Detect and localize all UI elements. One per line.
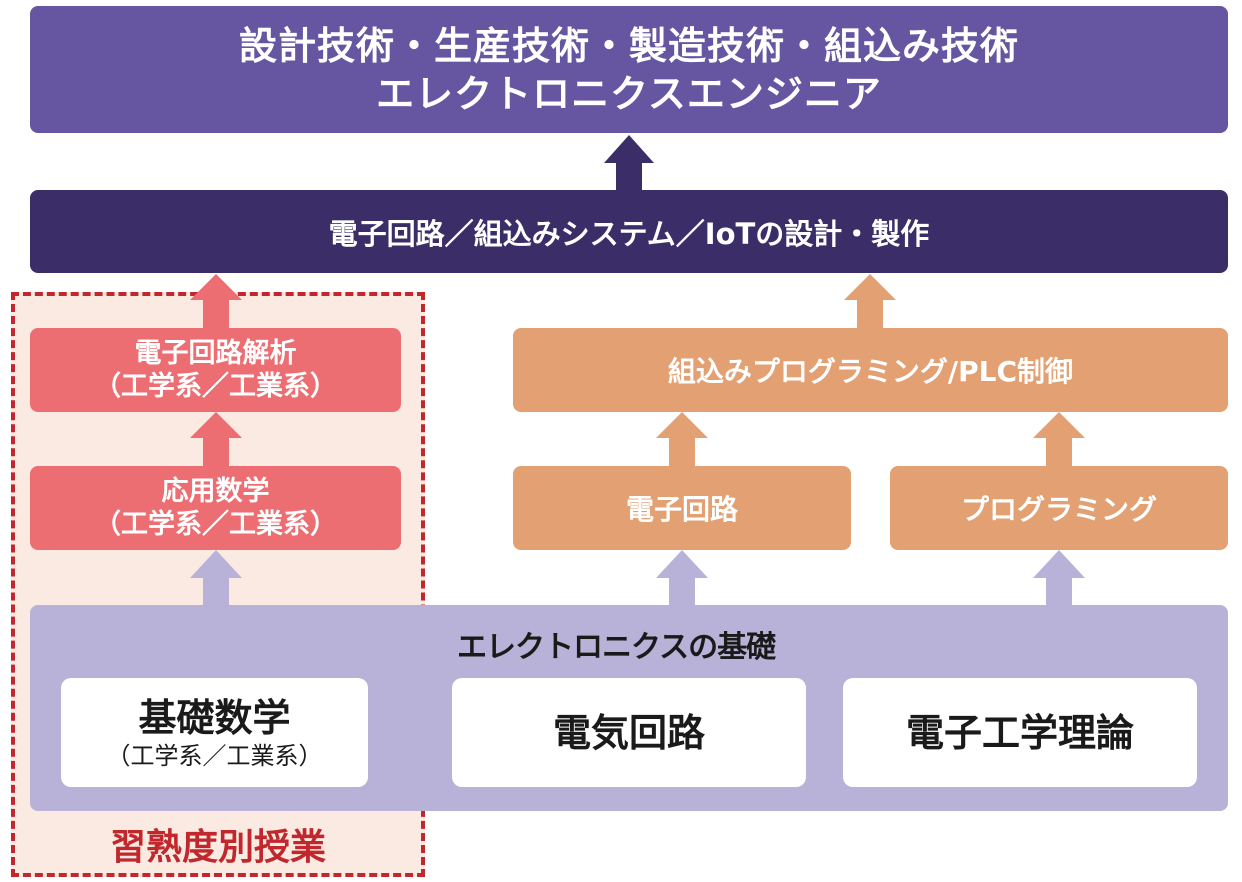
top-goal-line2: エレクトロニクスエンジニア	[376, 71, 882, 116]
circuit-analysis-box: 電子回路解析 （工学系／工業系）	[30, 328, 401, 412]
electric-circuits-label: 電気回路	[552, 710, 705, 755]
applied-math-line1: 応用数学	[161, 476, 270, 507]
arrow-up-icon	[190, 550, 242, 606]
basic-math-box: 基礎数学 （工学系／工業系）	[61, 678, 368, 787]
design-production-box: 電子回路／組込みシステム／IoTの設計・製作	[30, 190, 1228, 273]
electronic-circuits-label: 電子回路	[625, 493, 738, 526]
electronics-theory-box: 電子工学理論	[843, 678, 1197, 787]
foundation-title: エレクトロニクスの基礎	[457, 630, 776, 665]
applied-math-line2: （工学系／工業系）	[94, 509, 337, 540]
arrow-up-icon	[656, 412, 708, 466]
applied-math-box: 応用数学 （工学系／工業系）	[30, 466, 401, 550]
embedded-programming-box: 組込みプログラミング/PLC制御	[513, 328, 1228, 412]
electronic-circuits-box: 電子回路	[513, 466, 851, 550]
embedded-programming-label: 組込みプログラミング/PLC制御	[667, 355, 1074, 388]
arrow-up-icon	[844, 274, 896, 328]
arrow-up-icon	[190, 412, 242, 466]
arrow-up-icon	[1033, 550, 1085, 606]
arrow-up-icon	[656, 550, 708, 606]
basic-math-line1: 基礎数学	[138, 695, 291, 740]
proficiency-label: 習熟度別授業	[109, 827, 326, 868]
design-production-label: 電子回路／組込みシステム／IoTの設計・製作	[328, 216, 930, 251]
arrow-up-icon	[604, 135, 654, 190]
circuit-analysis-line2: （工学系／工業系）	[94, 371, 337, 402]
electric-circuits-box: 電気回路	[452, 678, 806, 787]
electronics-theory-label: 電子工学理論	[905, 710, 1134, 755]
arrow-up-icon	[1033, 412, 1085, 466]
circuit-analysis-line1: 電子回路解析	[134, 338, 297, 369]
arrow-up-icon	[190, 274, 242, 328]
top-goal-line1: 設計技術・生産技術・製造技術・組込み技術	[238, 23, 1019, 68]
programming-box: プログラミング	[890, 466, 1228, 550]
top-goal-box: 設計技術・生産技術・製造技術・組込み技術 エレクトロニクスエンジニア	[30, 6, 1228, 133]
programming-label: プログラミング	[960, 493, 1157, 526]
basic-math-line2: （工学系／工業系）	[106, 741, 323, 770]
